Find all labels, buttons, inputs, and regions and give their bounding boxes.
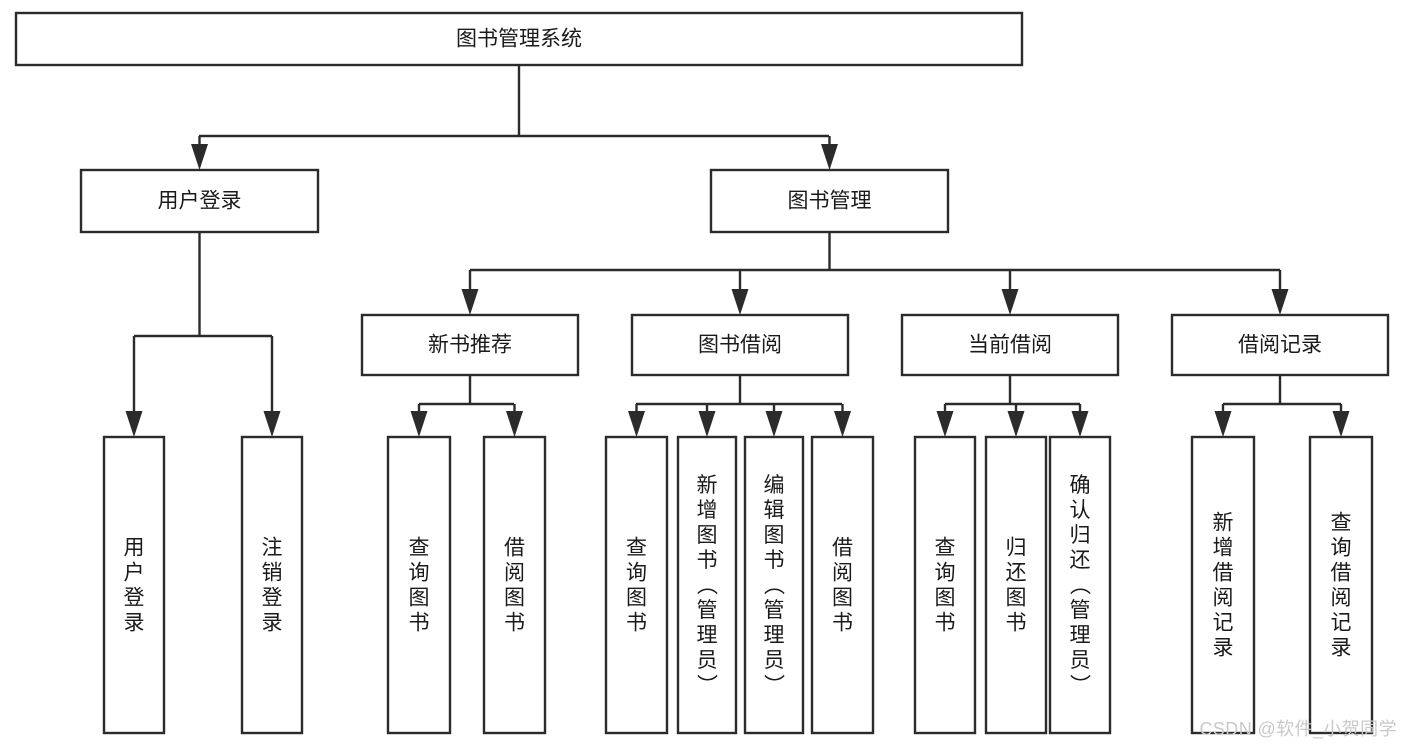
- node-box-borrow[interactable]: [630, 313, 850, 377]
- node-box-leaf-borrow-query[interactable]: [604, 435, 669, 735]
- node-label-root: 图书管理系统: [456, 28, 582, 51]
- node-box-root[interactable]: [14, 11, 1024, 67]
- node-leaf-new-query[interactable]: 查询图书: [386, 435, 452, 735]
- arrow-head-leaf-borrow-lend: [834, 411, 851, 437]
- node-bookmgmt[interactable]: 图书管理: [709, 168, 950, 234]
- node-label-newbook: 新书推荐: [428, 334, 512, 357]
- node-box-current[interactable]: [900, 313, 1120, 377]
- arrow-head-current: [1001, 289, 1019, 315]
- node-label-leaf-borrow-edit: 编辑图书（管理员）: [764, 474, 786, 697]
- node-label-leaf-user-login: 用户登录: [124, 537, 145, 635]
- arrow-head-leaf-record-query: [1332, 411, 1350, 437]
- node-label-leaf-borrow-lend: 借阅图书: [832, 537, 853, 635]
- node-label-borrow: 图书借阅: [698, 334, 782, 357]
- node-box-leaf-current-query[interactable]: [913, 435, 977, 735]
- node-leaf-record-add[interactable]: 新增借阅记录: [1190, 435, 1256, 735]
- node-box-leaf-new-borrow[interactable]: [482, 435, 547, 735]
- node-label-leaf-record-add: 新增借阅记录: [1213, 512, 1234, 660]
- arrow-head-leaf-user-logout: [263, 411, 281, 437]
- arrow-head-leaf-new-borrow: [506, 411, 523, 437]
- node-leaf-current-confirm[interactable]: 确认归还（管理员）: [1048, 435, 1112, 735]
- node-leaf-borrow-edit[interactable]: 编辑图书（管理员）: [743, 435, 805, 735]
- node-box-leaf-user-login[interactable]: [102, 435, 166, 735]
- node-borrow[interactable]: 图书借阅: [630, 313, 850, 377]
- arrow-head-leaf-current-confirm: [1071, 411, 1089, 437]
- node-label-leaf-current-query: 查询图书: [935, 537, 956, 635]
- node-label-leaf-new-borrow: 借阅图书: [504, 537, 525, 635]
- node-leaf-user-logout[interactable]: 注销登录: [240, 435, 304, 735]
- watermark-label: CSDN @软件_小贺同学: [1199, 719, 1397, 739]
- node-label-leaf-borrow-add: 新增图书（管理员）: [697, 474, 719, 697]
- node-label-leaf-borrow-query: 查询图书: [626, 537, 647, 635]
- node-leaf-current-return[interactable]: 归还图书: [984, 435, 1048, 735]
- node-label-leaf-record-query: 查询借阅记录: [1331, 512, 1352, 660]
- arrow-head-newbook: [461, 289, 479, 315]
- node-leaf-new-borrow[interactable]: 借阅图书: [482, 435, 547, 735]
- node-label-bookmgmt: 图书管理: [788, 190, 872, 213]
- node-label-records: 借阅记录: [1238, 334, 1322, 357]
- node-box-leaf-new-query[interactable]: [386, 435, 452, 735]
- node-label-leaf-current-confirm: 确认归还（管理员）: [1070, 474, 1092, 697]
- node-leaf-user-login[interactable]: 用户登录: [102, 435, 166, 735]
- node-box-leaf-record-add[interactable]: [1190, 435, 1256, 735]
- node-box-leaf-current-confirm[interactable]: [1048, 435, 1112, 735]
- arrow-head-leaf-borrow-add: [698, 411, 716, 437]
- node-label-leaf-new-query: 查询图书: [409, 537, 430, 635]
- arrow-head-leaf-current-query: [936, 411, 954, 437]
- node-box-leaf-record-query[interactable]: [1308, 435, 1374, 735]
- node-box-login[interactable]: [79, 168, 320, 234]
- node-label-leaf-current-return: 归还图书: [1006, 537, 1027, 635]
- arrow-head-borrow: [731, 289, 749, 315]
- arrow-head-leaf-current-return: [1007, 411, 1025, 437]
- node-box-newbook[interactable]: [360, 313, 580, 377]
- node-label-login: 用户登录: [158, 190, 242, 213]
- node-leaf-record-query[interactable]: 查询借阅记录: [1308, 435, 1374, 735]
- node-newbook[interactable]: 新书推荐: [360, 313, 580, 377]
- node-leaf-borrow-query[interactable]: 查询图书: [604, 435, 669, 735]
- node-leaf-borrow-lend[interactable]: 借阅图书: [810, 435, 875, 735]
- arrow-head-leaf-borrow-edit: [765, 411, 783, 437]
- arrow-head-login: [191, 144, 208, 170]
- arrow-head-leaf-record-add: [1214, 411, 1232, 437]
- node-label-leaf-user-logout: 注销登录: [262, 537, 283, 635]
- node-box-leaf-current-return[interactable]: [984, 435, 1048, 735]
- arrow-head-leaf-borrow-query: [628, 411, 645, 437]
- node-box-leaf-borrow-lend[interactable]: [810, 435, 875, 735]
- arrow-head-bookmgmt: [821, 144, 838, 170]
- node-box-bookmgmt[interactable]: [709, 168, 950, 234]
- node-layer: 图书管理系统用户登录图书管理新书推荐图书借阅当前借阅借阅记录用户登录注销登录查询…: [14, 11, 1390, 735]
- node-box-leaf-user-logout[interactable]: [240, 435, 304, 735]
- node-label-current: 当前借阅: [968, 334, 1052, 357]
- node-login[interactable]: 用户登录: [79, 168, 320, 234]
- node-current[interactable]: 当前借阅: [900, 313, 1120, 377]
- node-box-records[interactable]: [1170, 313, 1390, 377]
- node-root[interactable]: 图书管理系统: [14, 11, 1024, 67]
- node-box-leaf-borrow-add[interactable]: [676, 435, 738, 735]
- arrow-head-leaf-user-login: [125, 411, 143, 437]
- node-leaf-current-query[interactable]: 查询图书: [913, 435, 977, 735]
- node-box-leaf-borrow-edit[interactable]: [743, 435, 805, 735]
- node-records[interactable]: 借阅记录: [1170, 313, 1390, 377]
- connector-layer: [125, 65, 1350, 437]
- arrow-head-leaf-new-query: [410, 411, 428, 437]
- arrow-head-records: [1271, 289, 1289, 315]
- node-leaf-borrow-add[interactable]: 新增图书（管理员）: [676, 435, 738, 735]
